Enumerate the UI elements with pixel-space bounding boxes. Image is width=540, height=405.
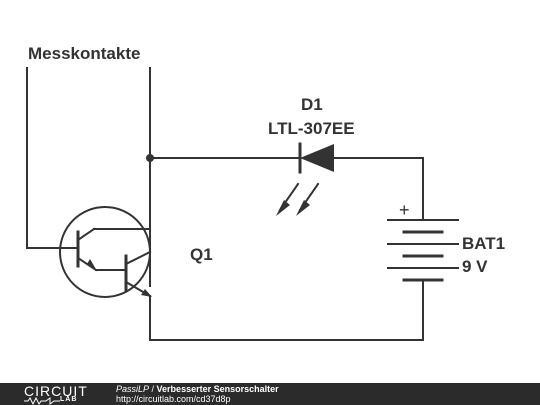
- circuitlab-logo-sub: LAB: [60, 396, 78, 403]
- battery-voltage: 9 V: [462, 257, 488, 276]
- probe-wire-left: [26, 67, 77, 249]
- footer-author[interactable]: PassiLP: [116, 384, 150, 394]
- footer-bar: CIRCUIT LAB PassiLP / Verbesserter Senso…: [0, 383, 540, 405]
- led-diode-triangle: [300, 144, 334, 172]
- q1b-collector-lead: [124, 250, 152, 266]
- led-arrow-1-head: [276, 200, 290, 216]
- circuitlab-logo-word[interactable]: CIRCUIT: [24, 383, 88, 399]
- probe-label: Messkontakte: [28, 44, 140, 63]
- footer-url[interactable]: http://circuitlab.com/cd37d8p: [116, 394, 231, 404]
- led-part-number: LTL-307EE: [268, 119, 355, 138]
- battery-designator: BAT1: [462, 234, 505, 253]
- led-designator: D1: [301, 95, 323, 114]
- junction-dot: [146, 154, 154, 162]
- battery-plus-sign: +: [399, 200, 410, 220]
- q1b-emitter-arrow: [141, 289, 152, 297]
- footer-title: Verbesserter Sensorschalter: [156, 384, 279, 394]
- footer-credit: PassiLP / Verbesserter Sensorschalter: [116, 384, 279, 394]
- led-arrow-2-head: [296, 200, 310, 216]
- led-to-battery-wire: [333, 157, 424, 219]
- footer-separator: /: [149, 384, 157, 394]
- circuitlab-logo-icon: [24, 397, 60, 405]
- battery-bottom-wire: [149, 281, 424, 341]
- transistor-lead-patch: [149, 222, 151, 230]
- q1a-collector-lead: [76, 227, 96, 242]
- transistor-designator: Q1: [190, 245, 213, 264]
- q1a-emitter-arrow: [87, 259, 97, 271]
- schematic-canvas: Messkontakte D1 LTL-307EE Q1 BAT1 9 V +: [26, 44, 505, 341]
- transistor-body: [59, 206, 151, 298]
